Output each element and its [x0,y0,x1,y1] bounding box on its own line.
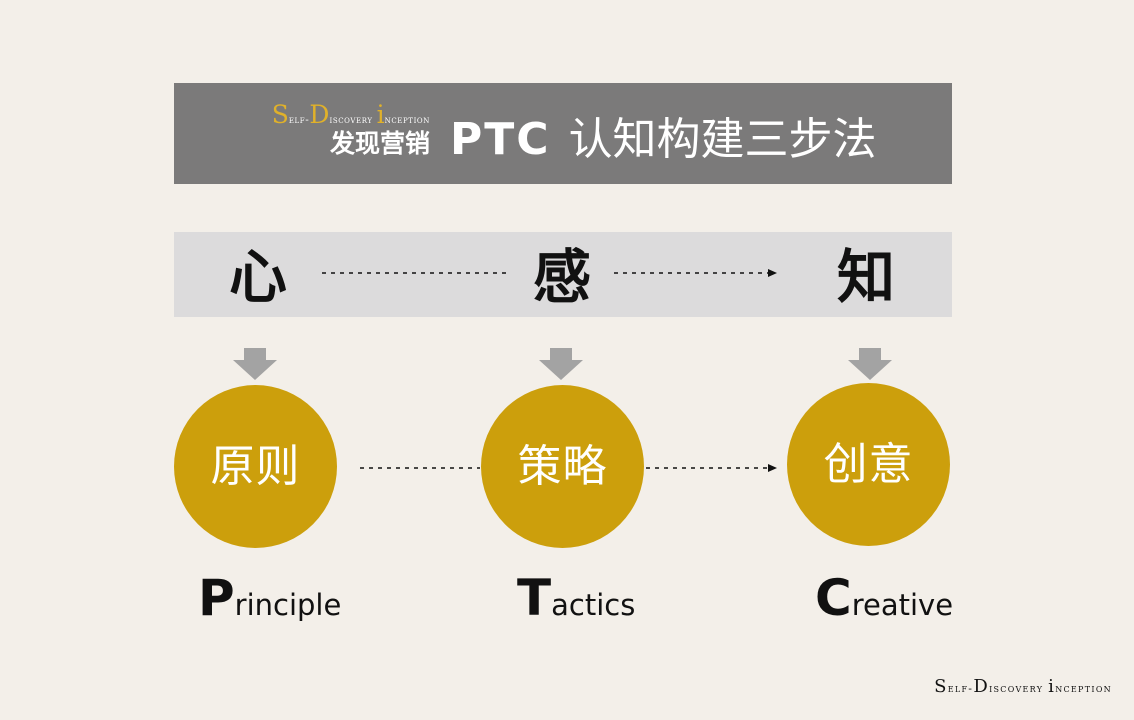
footer-brand: Self-Discovery inception [934,676,1112,697]
band-step-3: 知 [836,243,895,311]
header-banner: Self-Discovery inception 发现营销 PTC 认知构建三步法 [174,83,952,184]
circle-tactics: 策略 [481,385,644,548]
brand-chinese-name: 发现营销 [329,129,430,158]
band-step-2: 感 [532,243,591,311]
brand-english-name: Self-Discovery inception [271,100,430,129]
brand-logo: Self-Discovery inception 发现营销 [271,100,430,159]
circle-principle: 原则 [174,385,337,548]
circle-connector-2-arrowhead [768,464,777,472]
word-creative: Creative [815,569,954,627]
circle-label: 原则 [210,440,301,492]
word-principle: Principle [198,569,342,627]
title-ptc: PTC [450,114,551,165]
down-arrow-icon-2 [539,348,583,380]
down-arrow-icon-1 [233,348,277,380]
circle-label: 创意 [823,438,914,490]
band-step-1: 心 [228,243,287,311]
page-title: PTC 认知构建三步法 [450,115,877,165]
circle-creative: 创意 [787,383,950,546]
circle-label: 策略 [517,440,608,492]
down-arrow-icon-3 [848,348,892,380]
process-band [174,232,952,317]
band-connector-2-arrowhead [768,269,777,277]
word-tactics: Tactics [517,569,636,627]
title-chinese: 认知构建三步法 [568,114,877,165]
